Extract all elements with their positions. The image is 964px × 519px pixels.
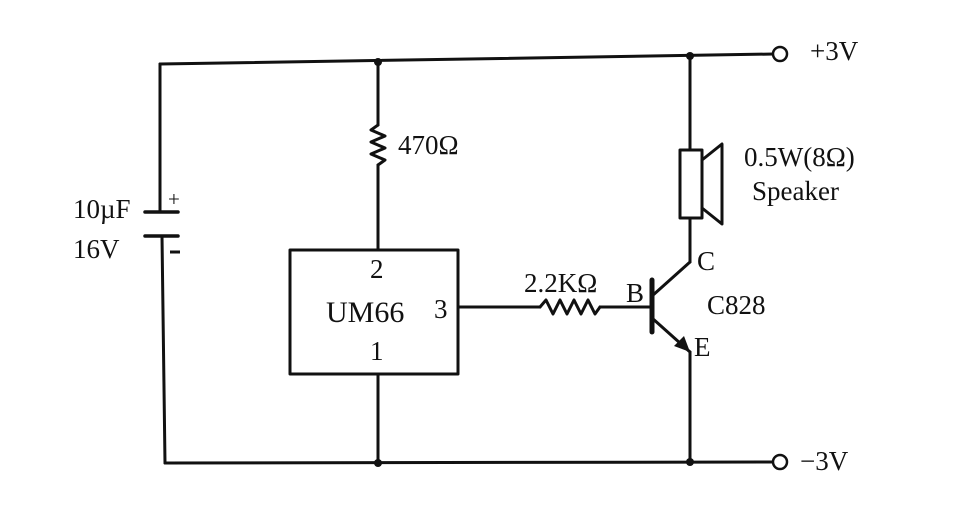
transistor-base-label: B bbox=[626, 278, 644, 308]
resistor-470-label: 470Ω bbox=[398, 130, 459, 160]
ic-pin-2-label: 2 bbox=[370, 254, 384, 284]
junction-dots bbox=[374, 52, 694, 467]
resistor-base-label: 2.2KΩ bbox=[524, 268, 597, 298]
ic-um66 bbox=[288, 248, 460, 376]
transistor-c828 bbox=[649, 260, 692, 354]
positive-terminal bbox=[771, 45, 789, 63]
supply-positive-label: +3V bbox=[810, 36, 859, 66]
capacitor-value-label: 10µF bbox=[73, 194, 131, 224]
transistor-collector-label: C bbox=[697, 246, 715, 276]
capacitor-voltage-label: 16V bbox=[73, 234, 120, 264]
speaker-rating-label: 0.5W(8Ω) bbox=[744, 142, 855, 172]
supply-negative-label: −3V bbox=[800, 446, 849, 476]
bottom-rail-wire bbox=[163, 460, 776, 465]
left-wire bbox=[158, 62, 167, 465]
transistor-emitter-label: E bbox=[694, 332, 711, 362]
capacitor-plus-label: + bbox=[168, 187, 180, 211]
base-resistor-wire bbox=[456, 298, 652, 316]
transistor-name-label: C828 bbox=[707, 290, 766, 320]
resistor-470-wire bbox=[369, 60, 387, 252]
ic-pin-3-label: 3 bbox=[434, 294, 448, 324]
negative-terminal bbox=[771, 453, 789, 471]
speaker-name-label: Speaker bbox=[752, 176, 839, 206]
ic-pin-1-label: 1 bbox=[370, 336, 384, 366]
top-rail-wire bbox=[158, 52, 776, 66]
capacitor: + bbox=[143, 187, 180, 254]
speaker-icon bbox=[678, 142, 724, 226]
ic-name-label: UM66 bbox=[326, 296, 404, 329]
